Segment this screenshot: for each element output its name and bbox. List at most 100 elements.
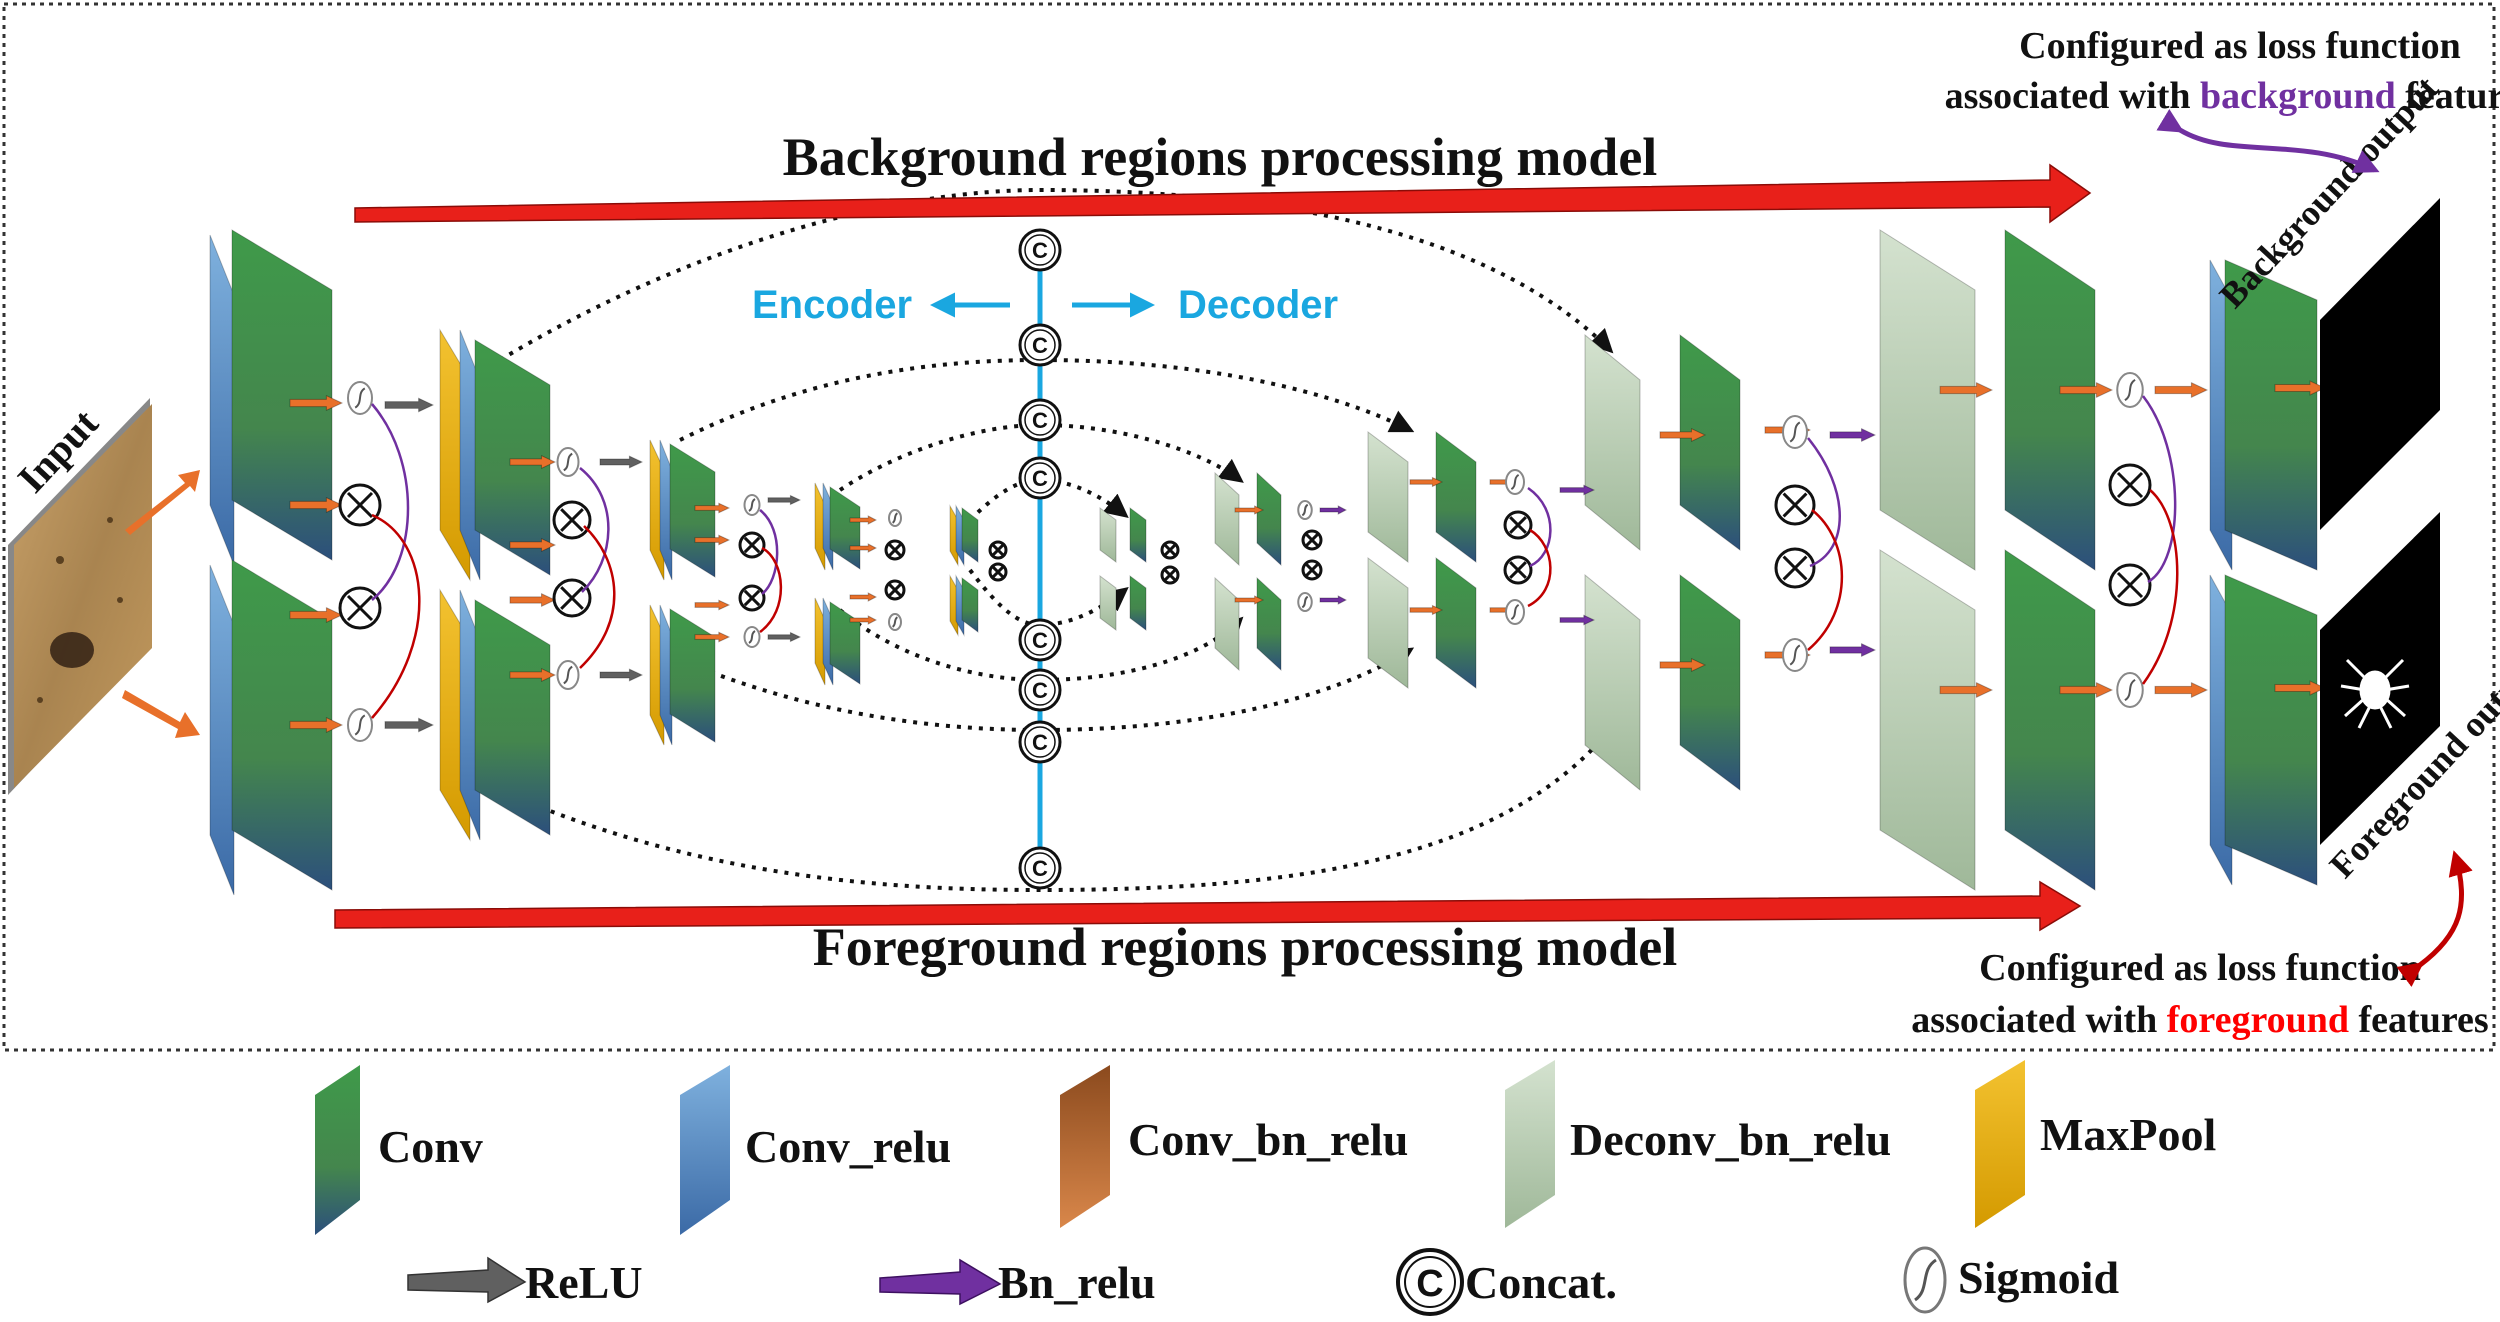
bg-annotation-post: features bbox=[2396, 75, 2500, 117]
dec2-deconv-0 bbox=[1584, 333, 1641, 552]
concat-node-inner-4 bbox=[1024, 624, 1056, 656]
legend-conv-label: Conv bbox=[378, 1121, 483, 1172]
bg-annotation-line1: Configured as loss function bbox=[2019, 25, 2461, 67]
concat-node-0 bbox=[1018, 228, 1062, 272]
sigmoid-d1-bot-curve bbox=[2124, 678, 2136, 702]
flow-arrow-0 bbox=[289, 394, 344, 412]
concat-node-symbol-2: C bbox=[1032, 408, 1048, 433]
dec2-conv-0 bbox=[1679, 334, 1741, 551]
sigmoid-e2-bot-curve bbox=[563, 665, 573, 685]
enc1-relu-1 bbox=[209, 564, 235, 896]
sigmoid-d1-top-curve bbox=[2124, 378, 2136, 402]
flow-arrow-18 bbox=[849, 515, 878, 525]
flow-arrow-5 bbox=[384, 717, 435, 733]
cross-link-11 bbox=[1527, 528, 1552, 608]
flow-arrow-23 bbox=[1234, 595, 1265, 605]
sigmoid-e4-top-curve bbox=[891, 512, 899, 524]
dec5-conv-1 bbox=[1129, 575, 1147, 631]
flow-arrow-13 bbox=[694, 534, 731, 546]
cross-link-10 bbox=[1527, 486, 1552, 568]
bg-annotation-pre: associated with bbox=[1945, 75, 2200, 117]
legend-conv-bn-relu-swatch bbox=[1060, 1065, 1110, 1228]
flow-arrow-19 bbox=[849, 543, 878, 553]
concat-node-6 bbox=[1018, 720, 1062, 764]
fg-annotation-arrow bbox=[2396, 850, 2473, 988]
dec2-deconv-1 bbox=[1584, 573, 1641, 792]
enc4-conv-0 bbox=[829, 486, 861, 570]
fg-annotation-line1: Configured as loss function bbox=[1979, 947, 2421, 989]
fg-annotation-highlight: foreground bbox=[2167, 999, 2349, 1041]
cross-link-2 bbox=[579, 467, 610, 593]
flow-arrow-21 bbox=[849, 615, 878, 625]
dec1-conv-0 bbox=[2004, 229, 2096, 571]
dec1-deconv-1 bbox=[1879, 549, 1976, 891]
flow-arrow-15 bbox=[694, 631, 731, 643]
flow-arrow-20 bbox=[849, 592, 878, 602]
concat-node-symbol-4: C bbox=[1032, 628, 1048, 653]
mult-d5-top-x bbox=[1164, 544, 1176, 556]
flow-arrow-14 bbox=[694, 599, 731, 611]
flow-arrow-9 bbox=[509, 667, 557, 683]
cross-link-6 bbox=[1807, 437, 1841, 568]
cross-link-1 bbox=[371, 513, 421, 719]
legend-conv-swatch bbox=[315, 1065, 360, 1235]
sigmoid-e1-bot-curve bbox=[354, 714, 366, 736]
flow-arrow-1 bbox=[289, 496, 344, 514]
mult-e2-bot-x bbox=[560, 586, 584, 610]
mult-e1-top-x bbox=[346, 491, 374, 519]
legend-relu-label: ReLU bbox=[525, 1257, 643, 1308]
fg-annotation-post: features bbox=[2349, 999, 2489, 1041]
flow-arrow-32 bbox=[1659, 427, 1707, 443]
mult-d4-bot-x bbox=[1305, 563, 1319, 577]
sigmoid-d4-top-curve bbox=[1301, 503, 1309, 517]
cross-link-9 bbox=[2141, 489, 2179, 685]
enc3-conv-1 bbox=[669, 608, 716, 743]
bg-annotation-line2: associated with background features bbox=[1945, 75, 2500, 117]
flow-arrow-44 bbox=[2274, 380, 2327, 396]
flow-arrow-10 bbox=[599, 455, 644, 469]
bg-annotation-highlight: background bbox=[2200, 75, 2396, 117]
legend-maxpool-swatch bbox=[1975, 1060, 2025, 1228]
enc1-conv-0 bbox=[231, 229, 333, 561]
flow-arrow-7 bbox=[509, 537, 557, 553]
mult-e3-bot-x bbox=[743, 589, 761, 607]
mult-e4-bot-x bbox=[888, 583, 902, 597]
flow-arrow-42 bbox=[2154, 381, 2209, 399]
legend-conv-relu-label: Conv_relu bbox=[745, 1121, 951, 1172]
out-conv-1 bbox=[2224, 574, 2318, 886]
dec3-deconv-1 bbox=[1367, 557, 1409, 689]
flow-arrow-3 bbox=[289, 716, 344, 734]
concat-node-1 bbox=[1018, 323, 1062, 367]
mult-d3-top-x bbox=[1509, 516, 1527, 534]
dec5-deconv-1 bbox=[1099, 575, 1117, 631]
mult-d1-top-x bbox=[2116, 471, 2144, 499]
enc1-relu-0 bbox=[209, 234, 235, 566]
mult-e2-top-x bbox=[560, 508, 584, 532]
flow-arrow-22 bbox=[1234, 505, 1265, 515]
mult-e1-bot-x bbox=[346, 594, 374, 622]
dec4-deconv-1 bbox=[1214, 576, 1240, 672]
sigmoid-e1-top-curve bbox=[354, 387, 366, 409]
concat-node-5 bbox=[1018, 668, 1062, 712]
cross-link-0 bbox=[371, 403, 410, 601]
flow-arrow-37 bbox=[1829, 642, 1877, 658]
foreground-mask-shape bbox=[2340, 658, 2410, 729]
flow-arrow-25 bbox=[1319, 595, 1348, 605]
dec4-deconv-0 bbox=[1214, 471, 1240, 567]
concat-node-2 bbox=[1018, 398, 1062, 442]
dec5-deconv-0 bbox=[1099, 507, 1117, 563]
legend-bn-relu-arrow bbox=[879, 1258, 1002, 1306]
mult-e3-top-x bbox=[743, 536, 761, 554]
enc5-conv-1 bbox=[961, 577, 979, 633]
dec1-conv-1 bbox=[2004, 549, 2096, 891]
flow-arrow-12 bbox=[694, 502, 731, 514]
dec3-deconv-0 bbox=[1367, 431, 1409, 563]
concat-node-inner-6 bbox=[1024, 726, 1056, 758]
flow-arrow-43 bbox=[2154, 681, 2209, 699]
dec3-conv-0 bbox=[1435, 431, 1477, 563]
legend-maxpool-label: MaxPool bbox=[2040, 1109, 2216, 1160]
mult-d2-bot-x bbox=[1782, 555, 1808, 581]
concat-node-inner-5 bbox=[1024, 674, 1056, 706]
